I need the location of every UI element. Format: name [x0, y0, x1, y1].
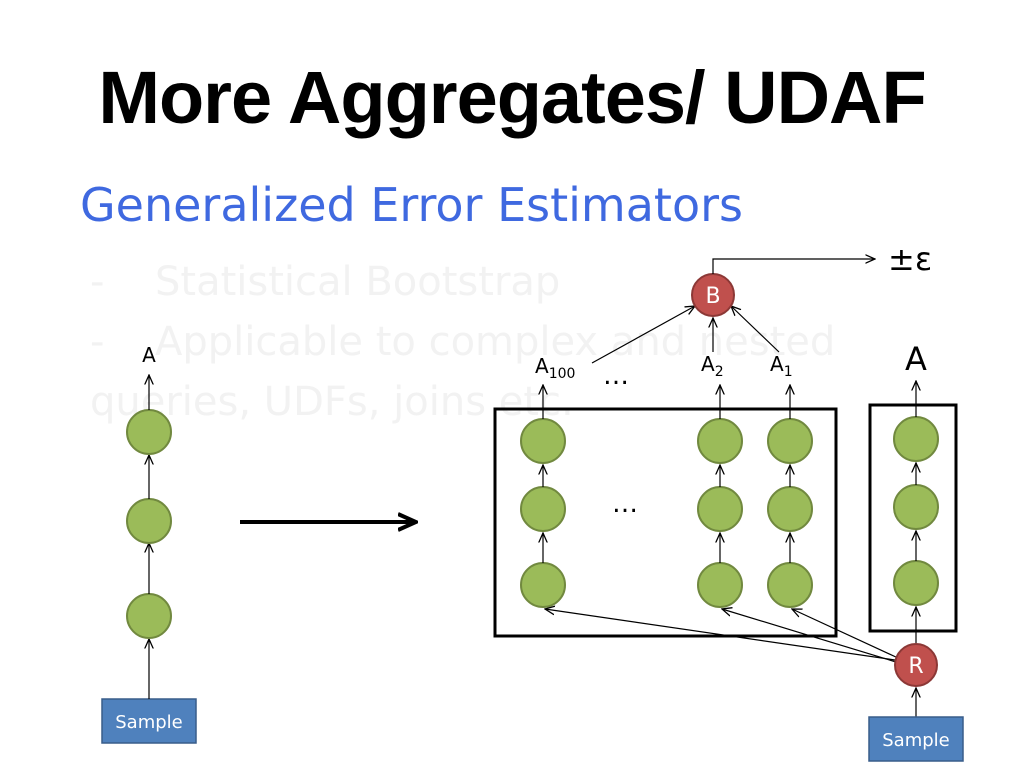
bootstrap-replicates: … A100 … A2 A1 [493, 352, 838, 638]
bullet-dash: - [90, 319, 105, 365]
operator-node [126, 498, 172, 544]
bootstrap-node: B ±ε [591, 240, 932, 364]
output-label-a: A [905, 340, 927, 378]
error-arrow [712, 259, 875, 274]
resample-edge [545, 609, 896, 661]
right-query-plan: A R Sample [545, 340, 964, 762]
bootstrap-label: B [705, 284, 720, 309]
error-bound-label: ±ε [888, 240, 932, 278]
bullet-text: Statistical Bootstrap [155, 259, 561, 305]
sample-label: Sample [882, 730, 950, 751]
operator-node [697, 418, 743, 464]
operator-node [767, 486, 813, 532]
operator-node [520, 486, 566, 532]
resample-label: R [908, 654, 923, 679]
bullet-item: - Statistical Bootstrap [90, 252, 835, 312]
bullet-list: - Statistical Bootstrap - Applicable to … [90, 252, 835, 432]
bullet-text: Applicable to complex and nested [155, 319, 836, 365]
edge-arrow [591, 306, 695, 364]
operator-node [126, 593, 172, 639]
operator-node [893, 560, 939, 606]
operator-node [126, 409, 172, 455]
operator-node [697, 562, 743, 608]
sample-label: Sample [115, 712, 183, 733]
bullet-dash: - [90, 259, 105, 305]
bullet-item: - Applicable to complex and nested [90, 312, 835, 372]
left-query-plan: Sample A [101, 343, 197, 744]
original-plan-box [868, 403, 958, 633]
operator-node [520, 418, 566, 464]
replicate-label-a1: A1 [770, 352, 793, 380]
resample-edge [792, 609, 899, 659]
operator-node [893, 484, 939, 530]
ellipsis-middle: … [612, 489, 638, 519]
slide-title: More Aggregates/ UDAF [98, 56, 926, 139]
operator-node [697, 486, 743, 532]
sample-box [868, 716, 964, 762]
operator-node [767, 418, 813, 464]
output-label-a: A [142, 343, 156, 367]
edge-arrow [731, 306, 780, 353]
replicate-label-a2: A2 [701, 352, 724, 380]
slide-subtitle: Generalized Error Estimators [80, 178, 743, 232]
resample-edge [722, 609, 897, 663]
replicates-box [493, 407, 838, 638]
ellipsis-top: … [603, 361, 629, 391]
operator-node [767, 562, 813, 608]
operator-node [893, 416, 939, 462]
bullet-continuation: queries, UDFs, joins etc. [90, 379, 574, 425]
replicate-label-a100: A100 [535, 354, 575, 382]
operator-node [520, 562, 566, 608]
sample-box [101, 698, 197, 744]
resample-circle [894, 643, 938, 687]
